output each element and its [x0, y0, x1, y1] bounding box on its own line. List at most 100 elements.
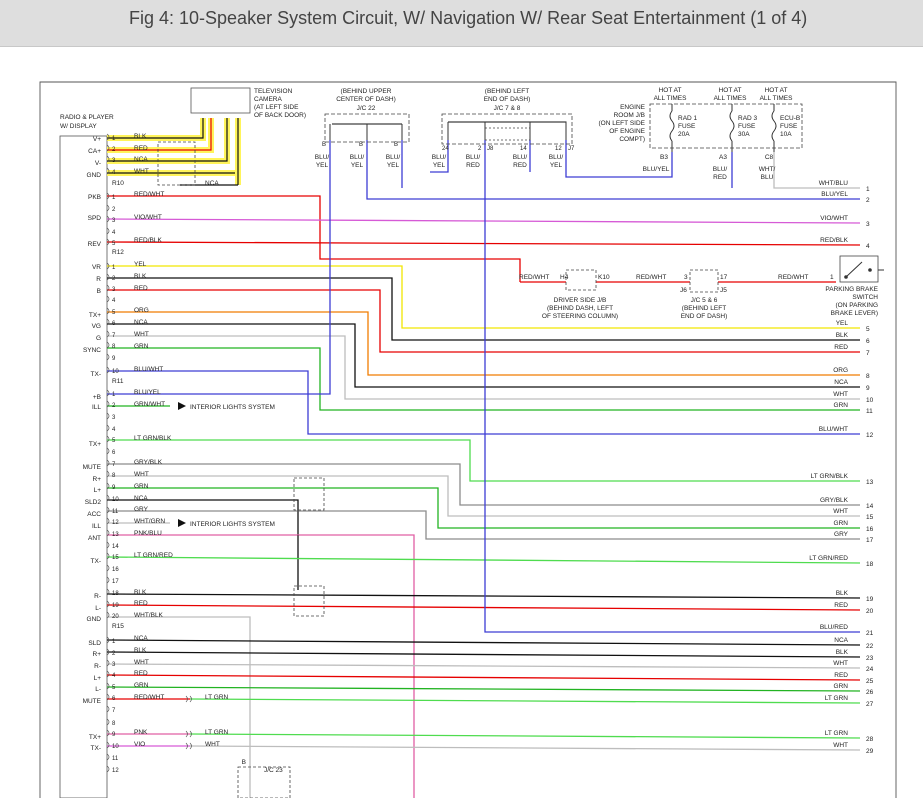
wire-color-label: BLU/WHT — [134, 366, 163, 373]
pin-bracket — [106, 576, 110, 584]
wire-g — [107, 335, 860, 400]
wire-ant — [107, 534, 415, 798]
output-pin-number: 27 — [866, 701, 874, 708]
output-wire-label: GRY/BLK — [820, 497, 849, 504]
camera-label: CAMERA — [254, 96, 282, 103]
output-pin-number: 9 — [866, 385, 870, 392]
pin-function-label: GND — [87, 616, 102, 623]
output-wire-label: RED — [834, 344, 848, 351]
wire-l-plus — [107, 487, 860, 529]
frame-border — [39, 81, 897, 798]
pin-number: 14 — [112, 544, 119, 550]
pin-number: 10 — [112, 369, 119, 375]
wire-sld — [106, 639, 861, 646]
pin-function-label: L- — [95, 605, 101, 612]
pin-function-label: R+ — [93, 476, 102, 483]
jc78-wire: YEL — [550, 162, 563, 169]
output-wire-label: GRN — [834, 520, 849, 527]
pin-function-label: L- — [95, 686, 101, 693]
jc22-pin-id: B — [394, 142, 398, 148]
pin-number: 4 — [112, 298, 116, 304]
pin-bracket — [106, 459, 110, 467]
jc56-pin: J6 — [680, 287, 687, 294]
wire-color-label: RED — [134, 285, 148, 292]
pin-bracket — [106, 729, 110, 737]
output-wire-label: LT GRN/RED — [809, 555, 848, 562]
pin-number: 7 — [112, 333, 116, 339]
wire-color-label: ORG — [134, 307, 149, 314]
jc78-pin-id: 24 — [442, 146, 449, 152]
pin-bracket — [106, 659, 110, 667]
fuse-icon — [729, 110, 735, 142]
output-wire-label: LT GRN — [825, 695, 849, 702]
arrow-icon — [178, 402, 186, 410]
wire-tx-plus — [107, 311, 860, 376]
wire-r-minus — [106, 593, 861, 599]
hot-label: HOT AT — [659, 87, 682, 94]
hot-label: ALL TIMES — [654, 95, 688, 102]
connector-id: R12 — [112, 249, 124, 256]
output-pin-number: 3 — [866, 221, 870, 228]
pin-number: 3 — [112, 158, 116, 164]
output-pin-number: 13 — [866, 479, 874, 486]
wire-l-minus — [106, 604, 861, 611]
pin-bracket — [106, 227, 110, 235]
output-wire-label: LT GRN — [825, 730, 849, 737]
wire-color-label: GRN — [134, 682, 149, 689]
wire-spd — [106, 218, 861, 224]
pin-number: 3 — [112, 287, 116, 293]
radio-unit-body — [59, 135, 108, 798]
wire-tx-minus — [107, 370, 860, 435]
shield-box — [293, 585, 325, 617]
output-pin-number: 11 — [866, 408, 873, 415]
engine-room-jb-label: ENGINE — [620, 104, 646, 111]
radio-label: RADIO & PLAYER — [60, 114, 114, 121]
fuse-wire: RED — [713, 174, 727, 181]
parking-brake-box — [839, 255, 879, 283]
pin-function-label: TX- — [91, 558, 101, 565]
pin-function-label: SPD — [88, 215, 102, 222]
wire-color-label: NCA — [134, 635, 148, 642]
jc22-wire: BLU/ — [350, 154, 365, 161]
radio-label: W/ DISPLAY — [60, 123, 97, 130]
wire-sld2 — [107, 499, 299, 590]
output-wire-label: BLU/WHT — [819, 426, 848, 433]
pin-bracket — [106, 215, 110, 223]
pin-function-label: R — [96, 276, 101, 283]
pin-bracket — [106, 192, 110, 200]
shield-box — [293, 477, 325, 511]
pin-number: 2 — [112, 147, 116, 153]
camera-wire-highlight — [107, 118, 206, 141]
camera-wire-highlight — [107, 118, 241, 176]
pin-bracket — [106, 765, 110, 773]
output-wire-label: BLK — [836, 649, 849, 656]
figure-title: Fig 4: 10-Speaker System Circuit, W/ Nav… — [129, 8, 808, 28]
wire-color-label: WHT — [205, 741, 220, 748]
wire-color-label: BLK — [134, 273, 147, 280]
pin-function-label: MUTE — [83, 698, 102, 705]
wire-color-label: YEL — [134, 261, 147, 268]
jc78-inner — [484, 127, 531, 141]
k10-label: K10 — [598, 274, 610, 281]
pin-function-label: SLD2 — [85, 499, 102, 506]
jc78-wire: BLU/ — [513, 154, 528, 161]
pin-number: 4 — [112, 170, 116, 176]
inline-connector — [185, 695, 192, 703]
pin-function-label: MUTE — [83, 464, 102, 471]
wire-color-label: LT GRN — [205, 694, 229, 701]
output-pin-number: 1 — [866, 186, 870, 193]
pin-number: 1 — [112, 195, 116, 201]
pin-bracket — [106, 318, 110, 326]
wire-gnd — [107, 616, 251, 798]
camera-label: (AT LEFT SIDE — [254, 104, 299, 111]
pin-number: 3 — [112, 415, 116, 421]
interior-lights-label: INTERIOR LIGHTS SYSTEM — [190, 404, 275, 411]
pin-function-label: ACC — [87, 511, 101, 518]
jc22-label: J/C 22 — [357, 105, 376, 112]
wire-tx-minus-2 — [106, 556, 861, 564]
pin-bracket — [106, 133, 110, 141]
pin-function-label: PKB — [88, 194, 101, 201]
wire-color-label: GRY/BLK — [134, 459, 163, 466]
output-pin-number: 10 — [866, 397, 874, 404]
